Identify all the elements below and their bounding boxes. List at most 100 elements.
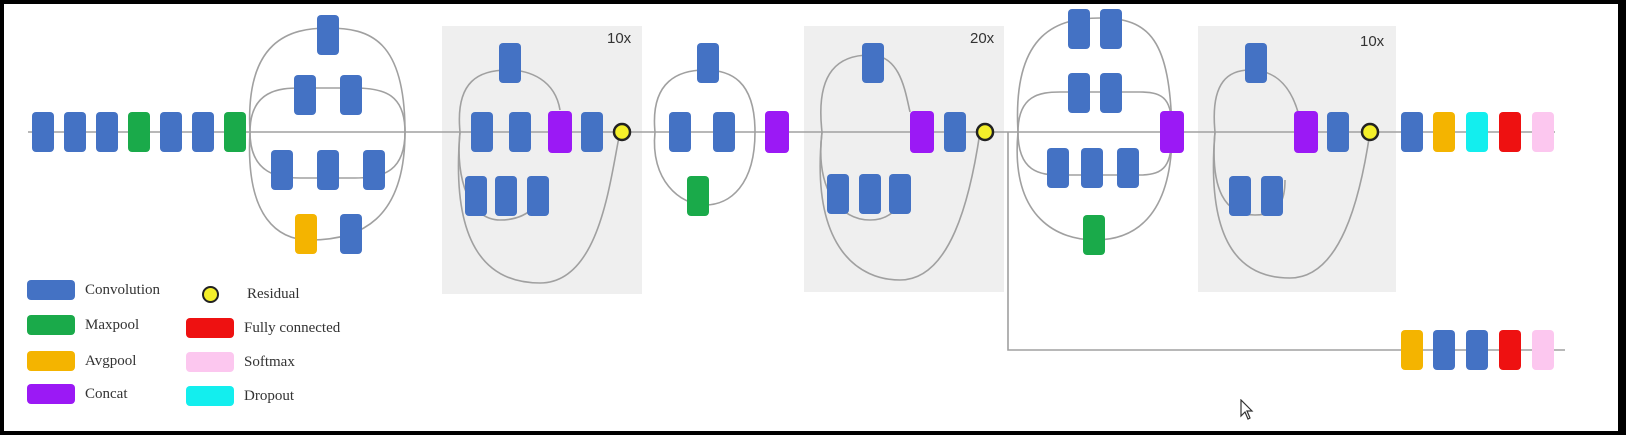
module-b-repeat-label: 20x	[970, 30, 995, 47]
conv-block	[192, 112, 214, 152]
connector-curve	[249, 87, 406, 133]
conv-block	[32, 112, 54, 152]
concat-block	[765, 111, 789, 153]
legend-dropout: Dropout	[186, 386, 294, 406]
conv-block	[827, 174, 849, 214]
conv-block	[465, 176, 487, 216]
fc-block	[1499, 330, 1521, 370]
conv-block	[1466, 330, 1488, 370]
conv-block	[317, 15, 339, 55]
softmax-block	[1532, 112, 1554, 152]
legend-dropout-swatch	[186, 386, 234, 406]
softmax-block	[1532, 330, 1554, 370]
legend-avgpool: Avgpool	[27, 351, 136, 371]
conv-block	[340, 214, 362, 254]
residual-node	[1360, 122, 1380, 142]
conv-block	[495, 176, 517, 216]
conv-block	[271, 150, 293, 190]
legend-maxpool: Maxpool	[27, 315, 139, 335]
legend-fully-connected-swatch	[186, 318, 234, 338]
conv-block	[64, 112, 86, 152]
conv-block	[944, 112, 966, 152]
module-b-background	[804, 26, 1004, 292]
legend-convolution-swatch	[27, 280, 75, 300]
concat-block	[1160, 111, 1184, 153]
legend-fully-connected-label: Fully connected	[244, 319, 341, 336]
legend-dropout-label: Dropout	[244, 387, 294, 404]
conv-block	[669, 112, 691, 152]
legend-residual: Residual	[200, 286, 300, 303]
conv-block	[581, 112, 603, 152]
residual-node	[975, 122, 995, 142]
mouse-pointer-icon	[1240, 399, 1254, 420]
conv-block	[471, 112, 493, 152]
conv-block	[1229, 176, 1251, 216]
conv-block	[862, 43, 884, 83]
conv-block	[160, 112, 182, 152]
module-a-residual-loop	[457, 131, 621, 284]
avgpool-block	[295, 214, 317, 254]
conv-block	[1401, 112, 1423, 152]
dropout-block	[1466, 112, 1488, 152]
legend-maxpool-label: Maxpool	[85, 316, 140, 333]
avgpool-block	[1401, 330, 1423, 370]
conv-block	[1100, 73, 1122, 113]
conv-block	[527, 176, 549, 216]
maxpool-block	[128, 112, 150, 152]
legend-concat-label: Concat	[85, 385, 128, 402]
legend-residual-label: Residual	[247, 286, 300, 302]
conv-block	[889, 174, 911, 214]
concat-block	[548, 111, 572, 153]
legend-convolution-label: Convolution	[85, 281, 161, 298]
conv-block	[1068, 9, 1090, 49]
conv-block	[1261, 176, 1283, 216]
module-a-background	[442, 26, 642, 294]
legend-residual-dot	[202, 286, 219, 303]
concat-block	[910, 111, 934, 153]
legend-concat-swatch	[27, 384, 75, 404]
legend-concat: Concat	[27, 384, 128, 404]
module-c-repeat-label: 10x	[1360, 33, 1385, 50]
conv-block	[1068, 73, 1090, 113]
conv-block	[363, 150, 385, 190]
legend-maxpool-swatch	[27, 315, 75, 335]
conv-block	[509, 112, 531, 152]
conv-block	[1081, 148, 1103, 188]
connector-curve	[1017, 91, 1173, 133]
conv-block	[317, 150, 339, 190]
legend-softmax: Softmax	[186, 352, 295, 372]
legend-convolution: Convolution	[27, 280, 160, 300]
residual-node	[612, 122, 632, 142]
legend-softmax-swatch	[186, 352, 234, 372]
conv-block	[697, 43, 719, 83]
conv-block	[294, 75, 316, 115]
auxiliary-branch-line	[1007, 132, 1565, 351]
conv-block	[96, 112, 118, 152]
conv-block	[1245, 43, 1267, 83]
conv-block	[499, 43, 521, 83]
maxpool-block	[224, 112, 246, 152]
legend-fully-connected: Fully connected	[186, 318, 340, 338]
avgpool-block	[1433, 112, 1455, 152]
conv-block	[859, 174, 881, 214]
conv-block	[713, 112, 735, 152]
conv-block	[1047, 148, 1069, 188]
fc-block	[1499, 112, 1521, 152]
legend-avgpool-swatch	[27, 351, 75, 371]
conv-block	[1100, 9, 1122, 49]
concat-block	[1294, 111, 1318, 153]
conv-block	[1327, 112, 1349, 152]
connector-curve	[1016, 17, 1173, 133]
module-a-repeat-label: 10x	[607, 30, 632, 47]
legend-avgpool-label: Avgpool	[85, 352, 137, 369]
conv-block	[340, 75, 362, 115]
legend-softmax-label: Softmax	[244, 353, 295, 370]
maxpool-block	[687, 176, 709, 216]
maxpool-block	[1083, 215, 1105, 255]
module-b-residual-loop	[819, 131, 981, 281]
module-c-residual-loop	[1212, 131, 1371, 279]
conv-block	[1433, 330, 1455, 370]
conv-block	[1117, 148, 1139, 188]
